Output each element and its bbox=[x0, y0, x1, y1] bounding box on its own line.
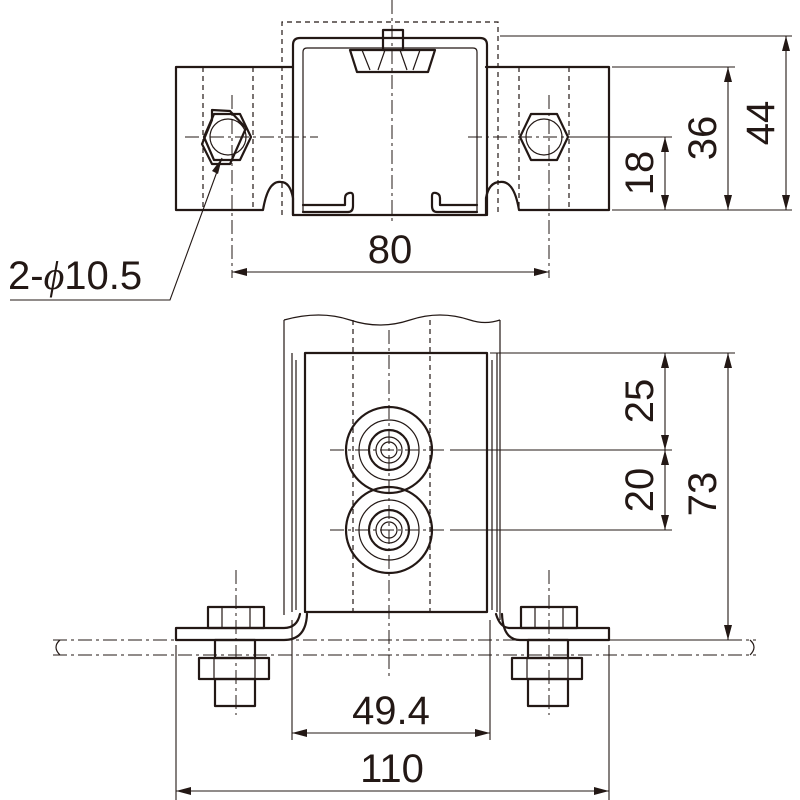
dim-label-20: 20 bbox=[618, 468, 662, 513]
top-channel-lip-right bbox=[430, 191, 479, 214]
hole-note-label: 2-ϕ10.5 bbox=[8, 253, 142, 298]
front-break-line bbox=[283, 314, 501, 326]
front-right-hex-bolt-icon bbox=[510, 605, 584, 708]
top-channel-hidden-outline bbox=[281, 21, 499, 215]
dim-label-36: 36 bbox=[681, 116, 725, 161]
front-base-flange bbox=[174, 612, 611, 642]
dim-label-18: 18 bbox=[618, 151, 662, 196]
top-channel-inner-walls bbox=[302, 47, 478, 212]
top-view: 80 2-ϕ10.5 18 36 44 bbox=[8, 0, 792, 301]
front-left-hex-bolt-icon bbox=[197, 605, 271, 708]
top-bolt-head bbox=[381, 28, 405, 52]
hole-note-leader bbox=[10, 157, 223, 301]
top-channel-lip-left bbox=[301, 191, 355, 214]
dim-label-49-4: 49.4 bbox=[352, 689, 430, 733]
top-channel-nut bbox=[348, 48, 437, 74]
front-view: 25 20 73 49.4 110 bbox=[53, 314, 756, 800]
dim-label-73: 73 bbox=[681, 472, 725, 517]
dim-label-80: 80 bbox=[368, 228, 413, 272]
front-channel-body bbox=[303, 351, 489, 614]
dim-label-110: 110 bbox=[360, 747, 424, 791]
top-channel-walls bbox=[291, 36, 489, 217]
dim-label-25: 25 bbox=[618, 379, 662, 424]
dim-label-44: 44 bbox=[739, 101, 783, 146]
